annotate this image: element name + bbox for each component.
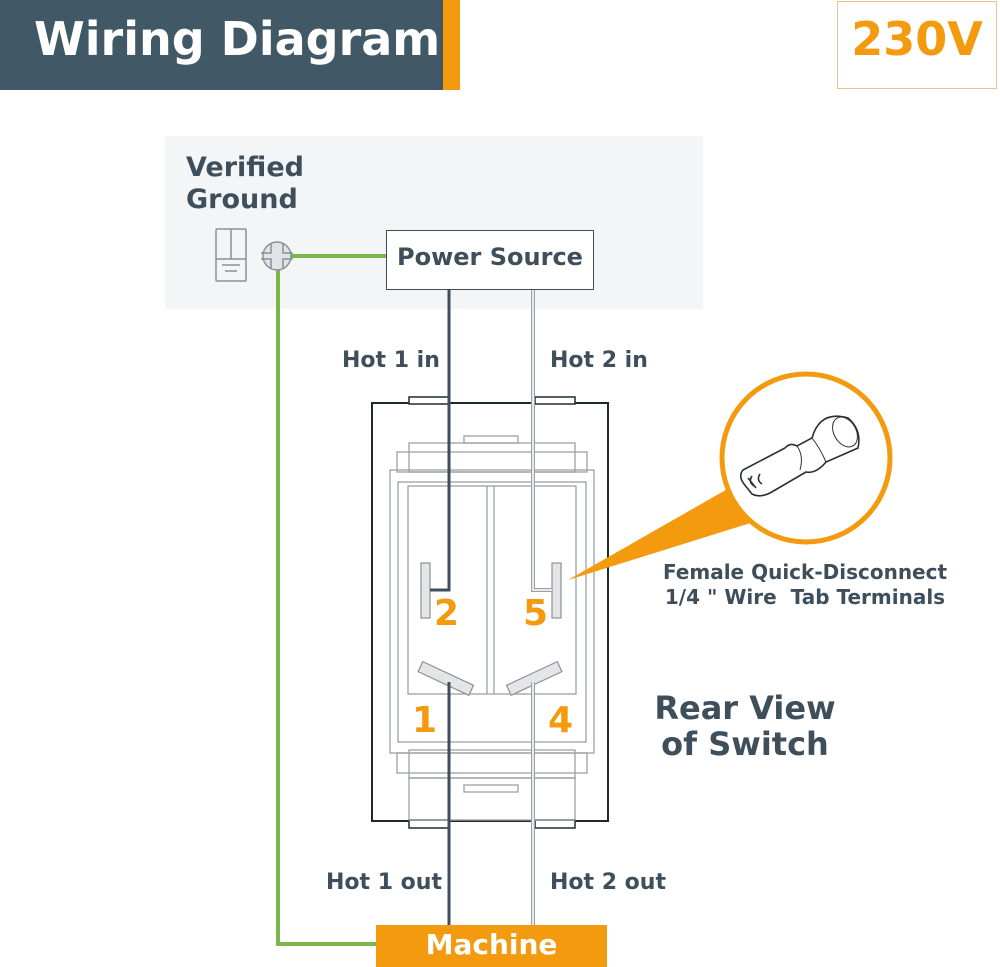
voltage-label: 230V <box>851 12 983 66</box>
ground-terminal-icon <box>261 241 293 271</box>
hot2-out-label: Hot 2 out <box>550 870 666 895</box>
ground-label-line1: Verified <box>186 152 304 183</box>
callout-line2: 1/4 " Wire Tab Terminals <box>664 585 946 609</box>
callout-pointer <box>568 483 760 580</box>
rear-view-line1: Rear View <box>654 689 836 727</box>
machine-label: Machine <box>425 928 558 961</box>
ground-label-line2: Ground <box>186 184 298 215</box>
power-source-box <box>386 230 594 290</box>
quick-disconnect-terminal-icon <box>739 415 860 497</box>
title-banner <box>0 0 443 90</box>
power-source-label: Power Source <box>397 243 583 271</box>
verified-ground-label: Verified Ground <box>186 152 304 216</box>
pin-2-label: 2 <box>434 593 460 634</box>
rear-view-line2: of Switch <box>661 725 829 763</box>
callout-line1: Female Quick-Disconnect <box>662 560 948 584</box>
pin-4-label: 4 <box>548 700 574 741</box>
machine-box <box>376 925 607 967</box>
hot1-out-label: Hot 1 out <box>326 870 442 895</box>
rocker-switch-body <box>371 396 609 829</box>
terminal-callout-caption: Female Quick-Disconnect 1/4 " Wire Tab T… <box>640 560 970 610</box>
hot2-wire <box>531 290 552 592</box>
page-title: Wiring Diagram <box>34 12 441 66</box>
ground-wire <box>276 254 388 946</box>
hot1-in-label: Hot 1 in <box>342 348 440 373</box>
title-accent-bar <box>443 0 460 90</box>
hot2-in-label: Hot 2 in <box>550 348 648 373</box>
pin-1-label: 1 <box>412 700 438 741</box>
pin-5-label: 5 <box>523 593 549 634</box>
voltage-badge <box>837 1 997 89</box>
refrigerator-icon <box>215 228 247 282</box>
rear-view-caption: Rear View of Switch <box>640 690 850 762</box>
hot1-wire <box>430 290 451 592</box>
